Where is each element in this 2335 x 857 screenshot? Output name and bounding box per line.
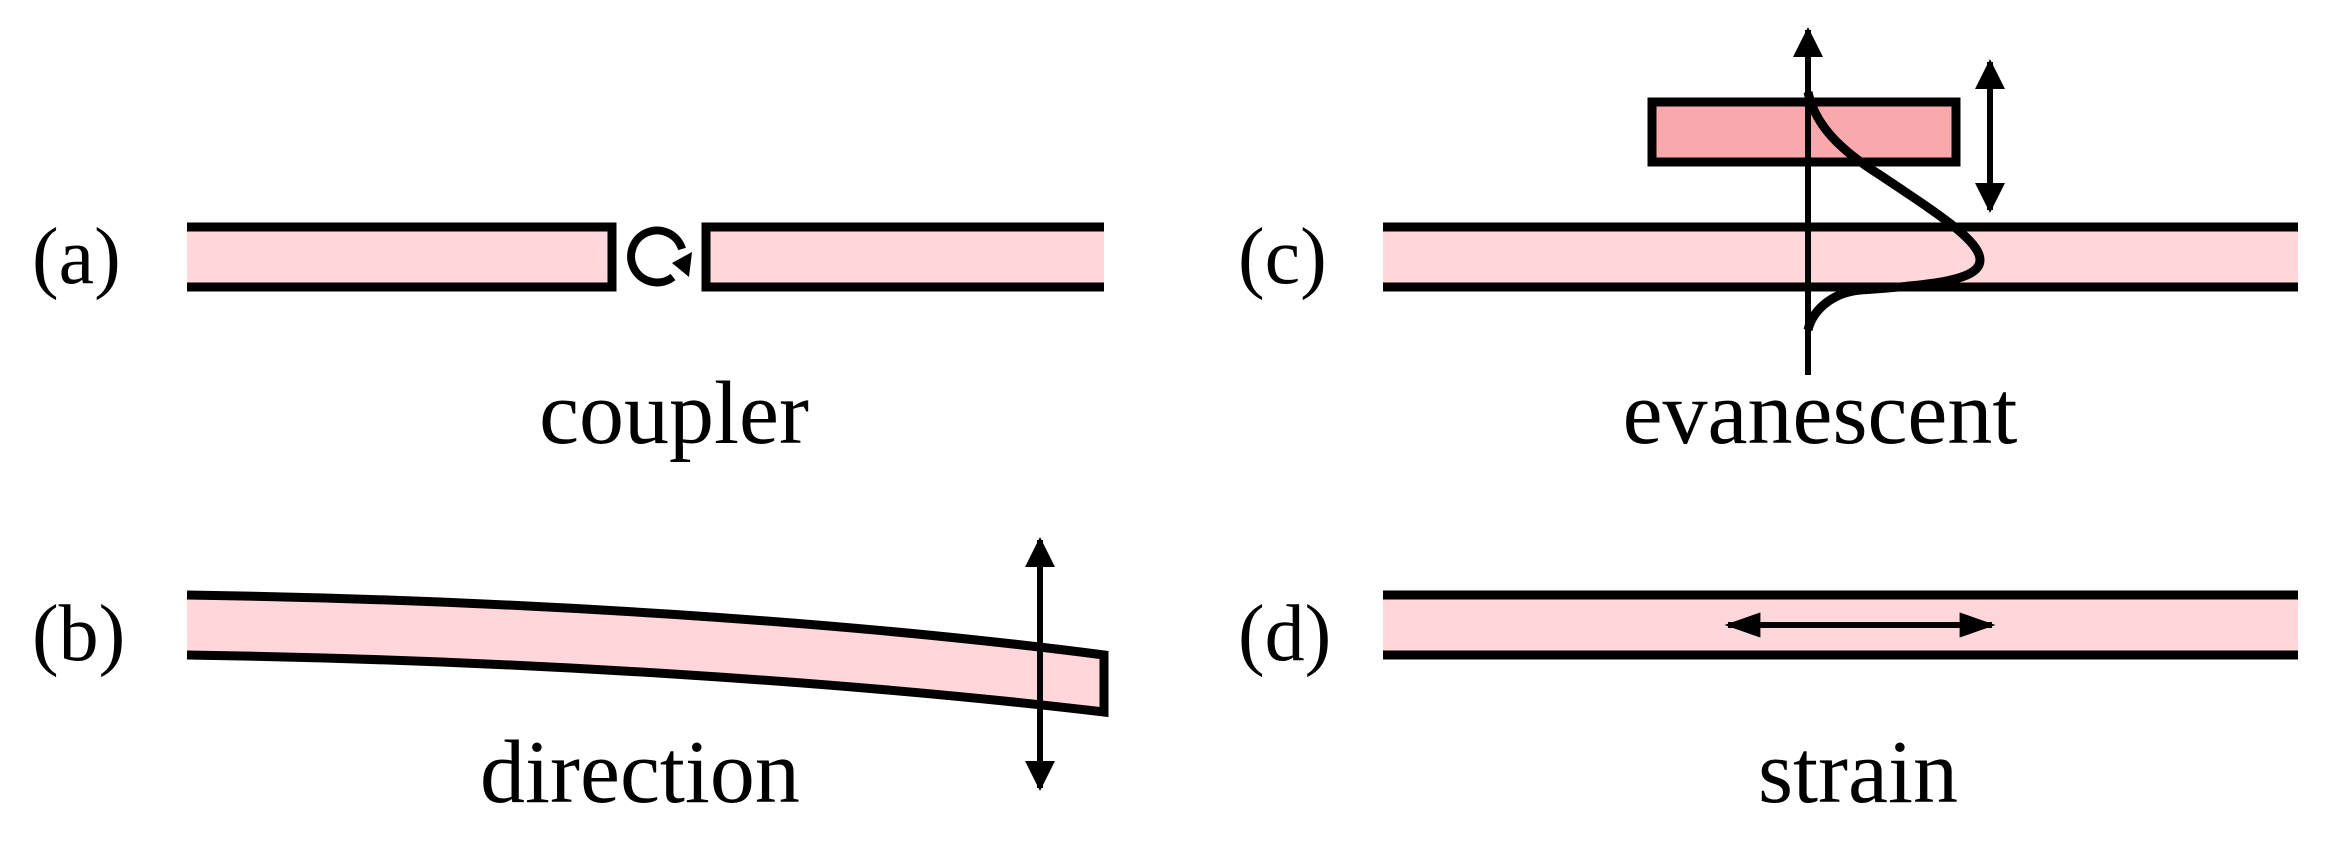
panel-a: (a) coupler — [32, 213, 1104, 463]
panel-b-caption: direction — [480, 723, 800, 822]
probe-block — [1647, 97, 1961, 167]
panel-a-label: (a) — [32, 213, 121, 301]
panel-c: (c) evanescent — [1238, 27, 2298, 463]
waveguide-c-fill — [1383, 227, 2298, 287]
bent-waveguide-fill — [187, 595, 1104, 712]
panel-b: (b) direction — [32, 537, 1109, 822]
waveguide-left-fill — [187, 227, 612, 287]
waveguide-left-edges — [187, 222, 617, 292]
panel-b-label: (b) — [32, 590, 125, 678]
waveguide-right-fill — [706, 227, 1104, 287]
evanescent-field-profile — [1803, 90, 1985, 332]
panel-c-label: (c) — [1238, 213, 1327, 301]
panel-d-caption: strain — [1758, 723, 1958, 822]
waveguide-left-segment — [187, 222, 617, 292]
waveguide-right-segment — [701, 222, 1104, 292]
panel-d: (d) strain — [1238, 590, 2298, 822]
panel-c-caption: evanescent — [1623, 364, 2018, 463]
bent-waveguide — [186, 590, 1109, 718]
waveguide-c — [1383, 222, 2298, 292]
panel-d-label: (d) — [1238, 590, 1331, 678]
waveguide-c-edges — [1383, 222, 2298, 292]
waveguide-right-edges — [701, 222, 1104, 292]
coupler-rotation-arrow-icon — [627, 226, 692, 287]
bent-waveguide-edges — [186, 590, 1109, 718]
panel-a-caption: coupler — [539, 364, 809, 463]
waveguide-d-edges — [1383, 590, 2298, 660]
